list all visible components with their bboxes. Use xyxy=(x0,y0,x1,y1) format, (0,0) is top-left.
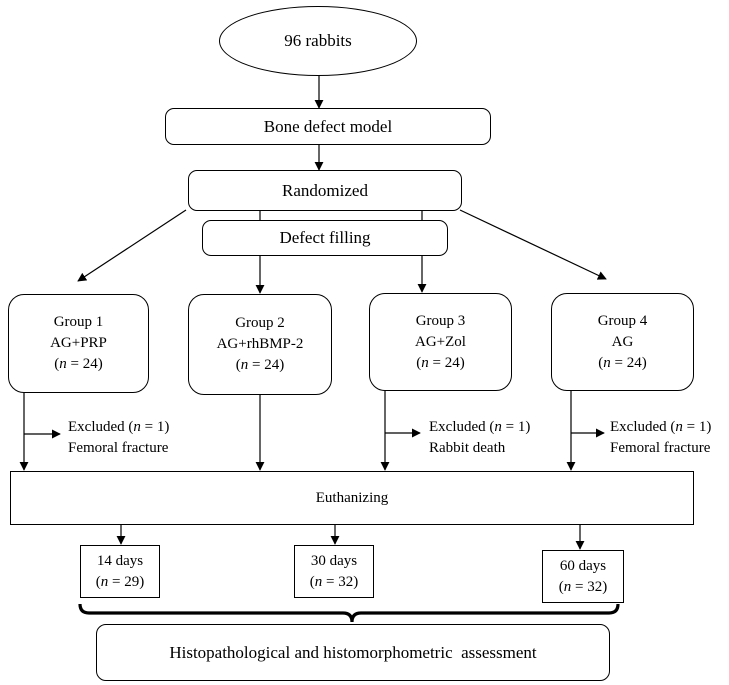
arrow-randomized-to-group-1 xyxy=(77,209,187,282)
group-4-count: (n = 24) xyxy=(598,354,647,371)
euthanizing-label: Euthanizing xyxy=(315,489,389,506)
exclusion-3-reason: Femoral fracture xyxy=(610,440,711,456)
group-4-box: Group 4 AG (n = 24) xyxy=(551,293,694,391)
group-3-count: (n = 24) xyxy=(416,354,465,371)
group-4-name: Group 4 xyxy=(597,312,648,329)
timepoint-30-label: 30 days xyxy=(310,552,358,569)
randomized-box: Randomized xyxy=(188,170,462,211)
start-label: 96 rabbits xyxy=(284,31,352,50)
assessment-box: Histopathological and histomorphometric … xyxy=(96,624,610,681)
defect-filling-box: Defect filling xyxy=(202,220,448,256)
start-ellipse: 96 rabbits xyxy=(219,6,417,76)
exclusion-1-line: Excluded (n = 1) xyxy=(68,419,170,435)
timepoint-14-box: 14 days (n = 29) xyxy=(80,545,160,598)
bone-defect-model-label: Bone defect model xyxy=(263,116,393,136)
bone-defect-model-box: Bone defect model xyxy=(165,108,491,145)
timepoint-14-label: 14 days xyxy=(96,552,144,569)
group-2-box: Group 2 AG+rhBMP-2 (n = 24) xyxy=(188,294,332,395)
brace xyxy=(78,603,620,623)
timepoint-60-count: (n = 32) xyxy=(558,578,608,595)
randomized-label: Randomized xyxy=(282,180,368,200)
arrow-randomized-to-group-4 xyxy=(459,209,607,280)
group-4-agent: AG xyxy=(611,333,634,350)
defect-filling-label: Defect filling xyxy=(279,228,371,247)
group-1-name: Group 1 xyxy=(53,314,104,330)
exclusion-2-reason: Rabbit death xyxy=(429,440,506,456)
group-1-count: (n = 24) xyxy=(54,356,103,372)
timepoint-30-count: (n = 32) xyxy=(309,573,359,590)
group-3-box: Group 3 AG+Zol (n = 24) xyxy=(369,293,512,391)
exclusion-3: Excluded (n = 1) Femoral fracture xyxy=(610,417,711,459)
exclusion-3-line: Excluded (n = 1) xyxy=(610,419,712,435)
timepoint-60-box: 60 days (n = 32) xyxy=(542,550,624,603)
group-3-name: Group 3 xyxy=(415,312,466,329)
group-2-agent: AG+rhBMP-2 xyxy=(216,336,304,352)
group-2-count: (n = 24) xyxy=(235,357,285,373)
group-3-agent: AG+Zol xyxy=(415,333,466,350)
timepoint-14-count: (n = 29) xyxy=(95,573,145,590)
group-1-box: Group 1 AG+PRP (n = 24) xyxy=(8,294,149,393)
timepoint-30-box: 30 days (n = 32) xyxy=(294,545,374,598)
exclusion-1: Excluded (n = 1) Femoral fracture xyxy=(68,417,169,459)
euthanizing-box: Euthanizing xyxy=(10,471,694,525)
group-1-agent: AG+PRP xyxy=(50,335,107,351)
group-2-name: Group 2 xyxy=(235,315,285,331)
assessment-label: Histopathological and histomorphometric … xyxy=(169,642,537,662)
exclusion-1-reason: Femoral fracture xyxy=(68,440,169,456)
exclusion-2-line: Excluded (n = 1) xyxy=(429,419,531,435)
timepoint-60-label: 60 days xyxy=(559,557,607,574)
exclusion-2: Excluded (n = 1) Rabbit death xyxy=(429,417,530,459)
